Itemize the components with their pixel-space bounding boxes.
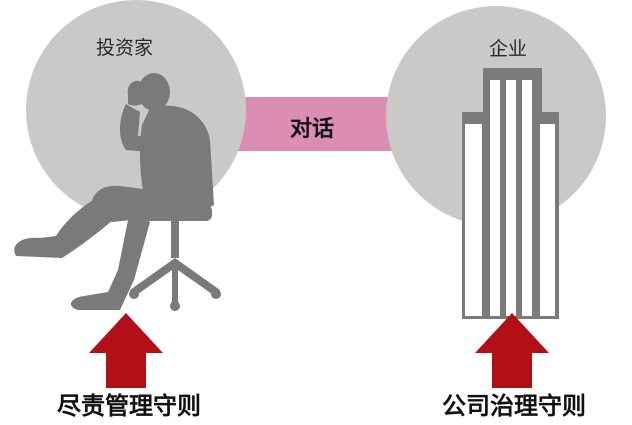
governance-code-label: 公司治理守则 [442, 392, 586, 420]
stewardship-code-label: 尽责管理守则 [57, 392, 201, 420]
dialogue-label: 对话 [290, 117, 335, 142]
investor-figure-icon [14, 73, 221, 311]
dialogue-bar [230, 97, 410, 151]
left-up-arrow-icon [89, 313, 163, 388]
company-building-icon [462, 68, 559, 319]
company-label: 企业 [489, 38, 528, 60]
investor-label: 投资家 [96, 37, 154, 59]
right-up-arrow-icon [475, 313, 549, 388]
